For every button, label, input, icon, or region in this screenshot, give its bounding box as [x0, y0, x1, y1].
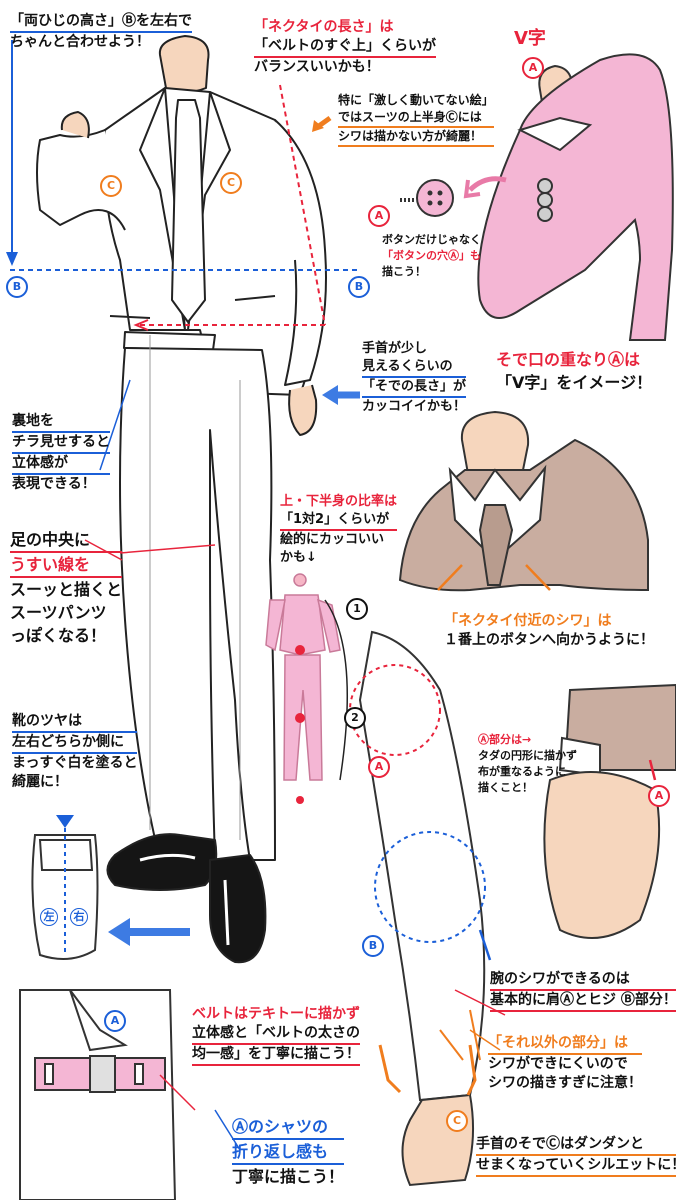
note-button-hole: ボタンだけじゃなく 「ボタンの穴Ⓐ」も 描こう！ [382, 233, 481, 278]
belt-closeup [19, 989, 177, 1200]
note-ratio: 上・下半身の比率は 「1対2」くらいが 絵的にカッコいい かも↓ [280, 494, 398, 565]
note-tie-wrinkle: 「ネクタイ付近のシワ」は １番上のボタンへ向かうように！ [444, 613, 654, 648]
note-sleeve-length: 手首が少し 見えるくらいの 「そでの長さ」が カッコイイかも！ [362, 341, 467, 414]
collar-drawing [398, 410, 649, 592]
note-cuff-part: Ⓐ部分は→ タダの円形に描かず 布が重なるように 描くこと！ [478, 733, 577, 794]
note-cuff-overlap: そで口の重なりⒶは 「V字」をイメージ！ [496, 350, 653, 392]
cuff-fist-drawing [543, 683, 676, 939]
note-belt: ベルトはテキトーに描かず 立体感と「ベルトの太さの 均一感」を丁寧に描こう！ [192, 1005, 360, 1066]
marker-c-left: C [100, 175, 122, 197]
note-arm-wrinkle: 腕のシワができるのは 基本的に肩Ⓐとヒジ Ⓑ部分！ [490, 970, 676, 1012]
marker-a-cuff: A [648, 785, 670, 807]
note-calm-pose: 特に「激しく動いてない絵」 ではスーツの上半身Ⓒには シワは描かない方が綺麗！ [338, 92, 494, 147]
marker-two: 2 [344, 707, 366, 729]
note-shirt-fold: Ⓐのシャツの 折り返し感も 丁寧に描こう！ [232, 1117, 345, 1186]
pink-sleeve-drawing [477, 53, 674, 341]
marker-a-shoulder: A [368, 756, 390, 778]
marker-b-elbow: B [362, 935, 384, 957]
note-sleeve-taper: 手首のそでⒸはダンダンと せまくなっていくシルエットに！ [476, 1135, 676, 1177]
marker-a-belt: A [104, 1010, 126, 1032]
shoe-label-right: 右 [70, 908, 88, 926]
note-pants-line: 足の中央に うすい線を スーッと描くと スーツパンツ っぽくなる！ [10, 530, 123, 645]
v-shape-title: V字 [514, 28, 546, 49]
marker-a-button: A [368, 205, 390, 227]
suit-figure [36, 35, 327, 964]
pink-proportion-figure [265, 573, 341, 781]
marker-b-right: B [348, 276, 370, 298]
note-shoe-shine: 靴のツヤは 左右どちらか側に まっすぐ白を塗ると 綺麗に！ [12, 713, 138, 790]
shoe-label-left: 左 [40, 908, 58, 926]
note-lining: 裏地を チラ見せすると 立体感が 表現できる！ [12, 413, 110, 492]
marker-c-wrist: C [446, 1110, 468, 1132]
marker-c-right: C [220, 172, 242, 194]
marker-a-vshape: A [522, 57, 544, 79]
note-other-parts: 「それ以外の部分」は シワができにくいので シワの描きすぎに注意！ [488, 1035, 642, 1091]
note-elbow-height: 「両ひじの高さ」Ⓑを左右で ちゃんと合わせよう！ [10, 13, 192, 50]
marker-one: 1 [346, 598, 368, 620]
note-tie-length: 「ネクタイの長さ」は 「ベルトのすぐ上」くらいが バランスいいかも！ [254, 19, 436, 75]
button-closeup [400, 179, 454, 217]
marker-b-left: B [6, 276, 28, 298]
shoe-sketch [31, 834, 99, 960]
arm-sleeve-drawing [358, 630, 486, 1187]
